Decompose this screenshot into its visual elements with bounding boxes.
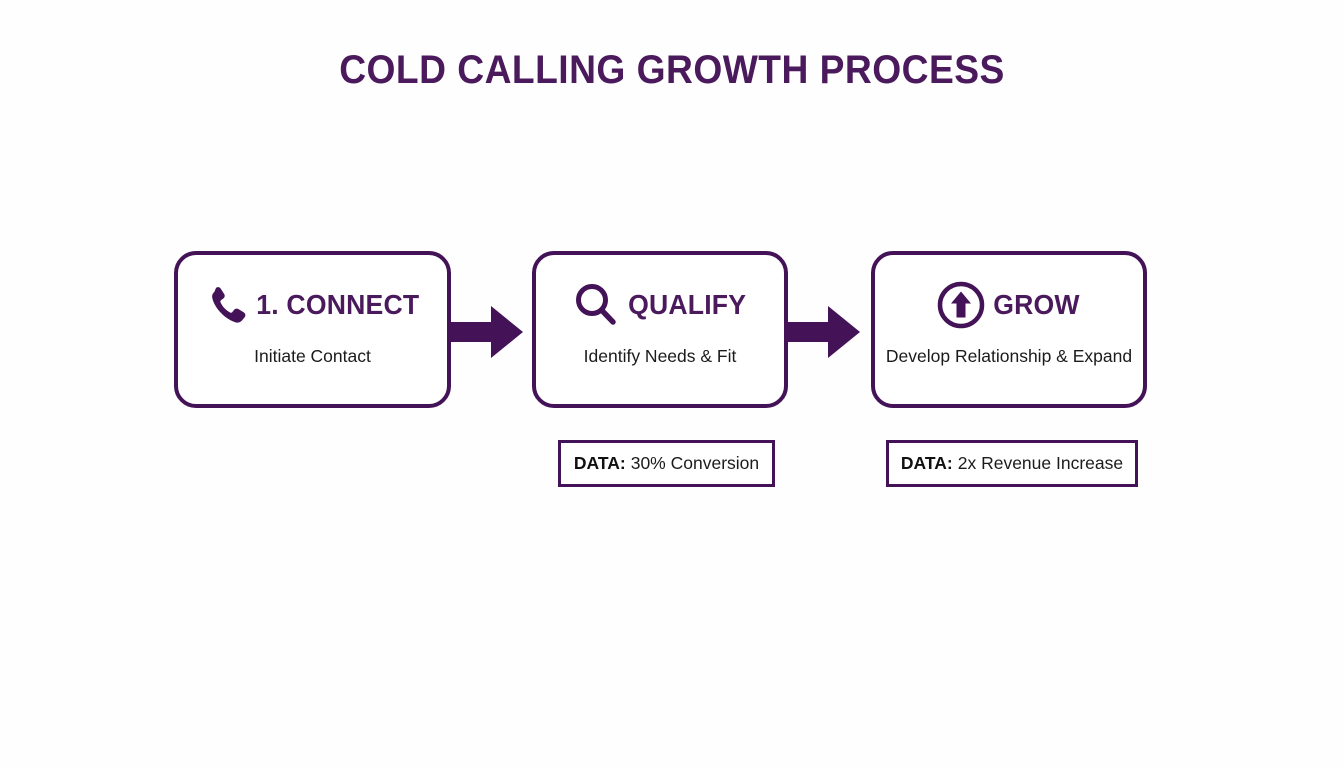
data-callout-label: DATA:	[573, 453, 626, 473]
data-callout-label: DATA:	[900, 453, 953, 473]
stage-card-qualify[interactable]: QUALIFY Identify Needs & Fit	[532, 251, 788, 408]
stage-description: Develop Relationship & Expand	[885, 346, 1133, 366]
stage-header: QUALIFY	[536, 279, 784, 331]
magnifier-icon	[571, 280, 621, 330]
stage-card-grow[interactable]: GROW Develop Relationship & Expand	[871, 251, 1147, 408]
data-callout: DATA: 2x Revenue Increase	[886, 440, 1138, 487]
right-arrow-icon	[788, 303, 860, 366]
right-arrow-icon	[451, 303, 523, 366]
data-callout-value: 30% Conversion	[630, 453, 760, 473]
arrow-up-circle-icon	[935, 279, 987, 331]
stage-title: 1. CONNECT	[255, 289, 419, 320]
stage-card-connect[interactable]: 1. CONNECT Initiate Contact	[174, 251, 451, 408]
stage-title: GROW	[993, 289, 1081, 320]
page-title: COLD CALLING GROWTH PROCESS	[339, 48, 1005, 92]
stage-header: 1. CONNECT	[178, 279, 447, 331]
stage-description: Initiate Contact	[254, 346, 371, 366]
stage-header: GROW	[875, 279, 1143, 331]
stage-description: Identify Needs & Fit	[583, 346, 737, 366]
data-callout: DATA: 30% Conversion	[558, 440, 775, 487]
data-callout-value: 2x Revenue Increase	[957, 453, 1124, 473]
phone-icon	[202, 282, 248, 328]
stage-title: QUALIFY	[627, 289, 747, 320]
